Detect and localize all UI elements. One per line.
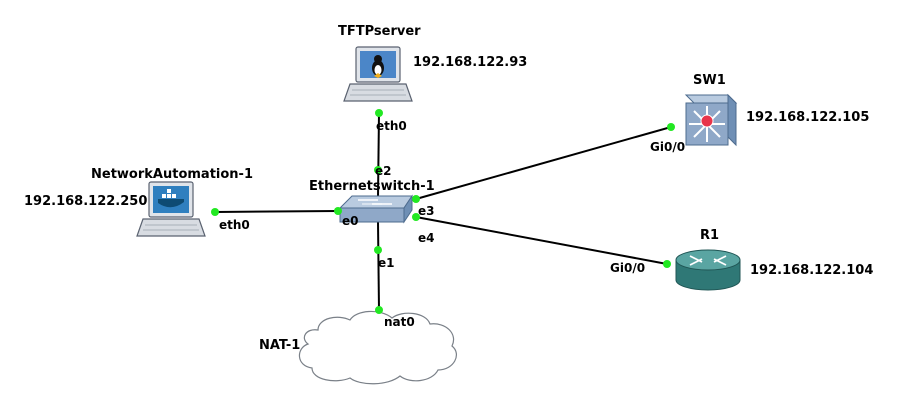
r1-ip: 192.168.122.104 xyxy=(750,263,874,278)
r1-node[interactable] xyxy=(675,249,741,291)
multilayer-switch-icon xyxy=(684,93,738,147)
ethernet-switch-name: Ethernetswitch-1 xyxy=(309,179,435,194)
link-automation-switch[interactable] xyxy=(214,210,339,213)
linux-laptop-icon xyxy=(343,46,413,102)
r1-name: R1 xyxy=(700,228,720,243)
link-switch-nat[interactable] xyxy=(377,221,380,311)
docker-laptop-icon xyxy=(136,181,206,237)
link-switch-sw1[interactable] xyxy=(415,126,672,200)
nat-name: NAT-1 xyxy=(259,338,301,353)
port-label-switch-e3: e3 xyxy=(418,204,435,218)
cloud-icon xyxy=(298,310,457,385)
tftp-server-name: TFTPserver xyxy=(338,24,421,39)
tftp-server-node[interactable] xyxy=(343,46,413,102)
nat-cloud-node[interactable] xyxy=(298,310,457,385)
network-automation-node[interactable] xyxy=(136,181,206,237)
link-switch-r1[interactable] xyxy=(415,216,668,265)
port-dot[interactable] xyxy=(334,207,342,215)
port-label-switch-e1: e1 xyxy=(378,256,395,270)
port-dot[interactable] xyxy=(667,123,675,131)
port-label-nat0: nat0 xyxy=(384,315,415,329)
port-label-switch-e0: e0 xyxy=(342,214,359,228)
port-dot[interactable] xyxy=(375,109,383,117)
port-dots xyxy=(211,109,675,314)
port-label-r1-gi00: Gi0/0 xyxy=(610,261,646,275)
sw1-node[interactable] xyxy=(684,93,738,147)
port-dot[interactable] xyxy=(374,166,382,174)
port-dot[interactable] xyxy=(374,246,382,254)
port-label-switch-e2: e2 xyxy=(375,164,392,178)
port-dot[interactable] xyxy=(412,213,420,221)
port-label-tftp-eth0: eth0 xyxy=(376,119,407,133)
network-automation-name: NetworkAutomation-1 xyxy=(91,167,253,182)
port-label-switch-e4: e4 xyxy=(418,231,435,245)
link-tftp-switch[interactable] xyxy=(377,112,380,198)
sw1-name: SW1 xyxy=(693,73,726,88)
port-label-sw1-gi00: Gi0/0 xyxy=(650,140,686,154)
ethernet-switch-icon xyxy=(338,194,413,224)
ethernet-switch-node[interactable] xyxy=(338,194,413,224)
port-dot[interactable] xyxy=(412,195,420,203)
port-dot[interactable] xyxy=(211,208,219,216)
router-icon xyxy=(675,249,741,291)
links xyxy=(214,112,672,311)
tftp-server-ip: 192.168.122.93 xyxy=(413,55,528,70)
network-automation-ip: 192.168.122.250 xyxy=(24,194,148,209)
port-dot[interactable] xyxy=(375,306,383,314)
port-label-automation-eth0: eth0 xyxy=(219,218,250,232)
port-dot[interactable] xyxy=(663,260,671,268)
sw1-ip: 192.168.122.105 xyxy=(746,110,870,125)
